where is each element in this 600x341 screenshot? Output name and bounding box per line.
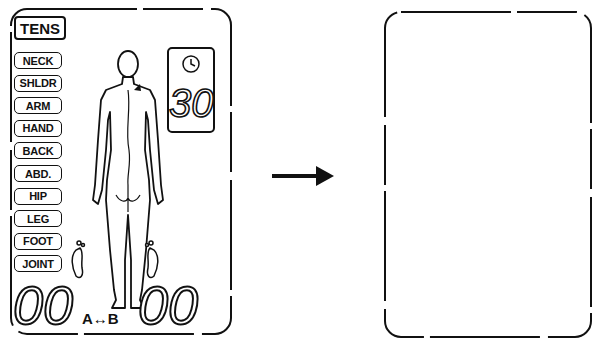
body-part-label: JOINT [22,258,53,270]
body-part-button: HIP [14,188,62,205]
hip-line [116,185,140,212]
pointer-mark [134,84,141,91]
body-part-button: SHLDR [14,75,62,92]
body-part-button: BACK [14,142,62,159]
foot-icon-left [72,241,84,278]
body-part-label: HIP [29,190,47,202]
frame-border [11,9,231,334]
mode-label: TENS [20,20,60,37]
body-part-label: SHLDR [20,77,57,89]
channel-indicator: A↔B [82,311,119,326]
timer-digits: 30 [169,83,213,123]
body-part-button: ARM [14,97,62,114]
head [118,51,138,77]
spine-line [128,90,130,185]
body-part-button: JOINT [14,255,62,272]
intensity-digits: 00 [138,278,198,332]
lcd-frame: 00A↔B 00 TENS NECK SHLDR ARM HAND BACK ABD. HIP LE… [10,8,232,335]
body-part-button: ABD. [14,165,62,182]
body-part-label: HAND [23,122,54,134]
body-part-label: ARM [26,100,50,112]
body-part-label: ABD. [25,168,51,180]
body-part-button: FOOT [14,233,62,250]
blank-lcd-frame [385,12,591,337]
body-part-label: LEG [27,213,49,225]
clock-icon [183,56,199,72]
timer-box: 30 [167,47,215,133]
body-part-button: HAND [14,120,62,137]
transfer-arrow [272,166,334,186]
body-part-label: FOOT [23,235,53,247]
body-part-button: LEG [14,210,62,227]
foot-icon-right [146,241,158,278]
human-figure [93,77,163,308]
intensity-digits: 00 [13,278,73,332]
body-part-button: NECK [14,52,62,69]
body-part-label: BACK [23,145,54,157]
body-part-label: NECK [23,55,53,67]
mode-label-box: TENS [14,16,66,40]
